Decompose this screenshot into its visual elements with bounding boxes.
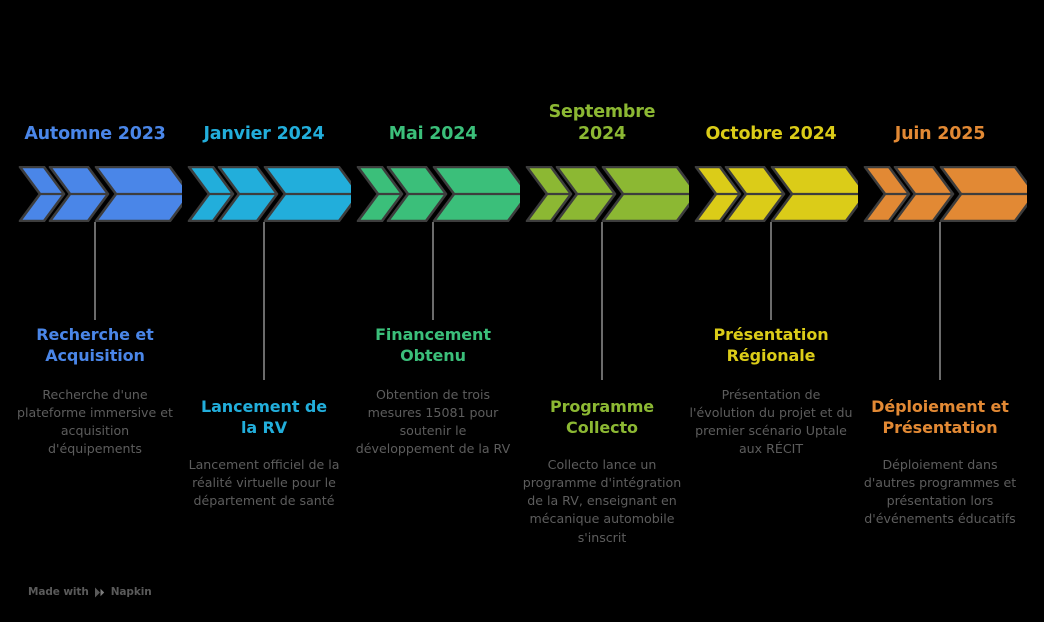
chevron-group-icon <box>356 166 520 222</box>
milestone-date: Juin 2025 <box>894 124 986 145</box>
milestone-chevrons <box>684 166 858 222</box>
watermark-label: Made with <box>28 586 89 598</box>
milestone-date: Mai 2024 <box>388 124 478 145</box>
milestone-connector-line <box>94 222 96 320</box>
milestone-date: Septembre 2024 <box>548 102 656 145</box>
milestone-description: Présentation de l'évolution du projet et… <box>689 387 853 457</box>
milestone-date: Automne 2023 <box>24 124 166 145</box>
milestone-date: Janvier 2024 <box>203 124 325 145</box>
milestone-connector-line <box>263 222 265 380</box>
milestone-description: Collecto lance un programme d'intégratio… <box>522 457 682 545</box>
napkin-watermark: Made with Napkin <box>28 586 152 598</box>
milestone-description: Déploiement dans d'autres programmes et … <box>863 457 1017 527</box>
chevron-group-icon <box>18 166 182 222</box>
chevron-group-icon <box>187 166 351 222</box>
milestone-title: Programme Collecto <box>549 397 655 437</box>
milestone-date: Octobre 2024 <box>705 124 837 145</box>
watermark-brand: Napkin <box>110 586 152 598</box>
milestone-chevrons <box>177 166 351 222</box>
milestone-title: Déploiement et Présentation <box>871 397 1009 437</box>
chevron-group-icon <box>694 166 858 222</box>
chevron-group-icon <box>863 166 1027 222</box>
milestone-chevrons <box>346 166 520 222</box>
milestone-chevrons <box>515 166 689 222</box>
milestone-description: Obtention de trois mesures 15081 pour so… <box>355 387 511 457</box>
milestone-title: Présentation Régionale <box>713 325 829 365</box>
chevron-group-icon <box>525 166 689 222</box>
milestone-connector-line <box>939 222 941 380</box>
milestone-chevrons <box>8 166 182 222</box>
milestone-description: Recherche d'une plateforme immersive et … <box>17 387 173 457</box>
milestone-connector-line <box>432 222 434 320</box>
milestone-title: Lancement de la RV <box>201 397 327 437</box>
milestone-connector-line <box>770 222 772 320</box>
milestone-title: Financement Obtenu <box>375 325 491 365</box>
milestone-title: Recherche et Acquisition <box>36 325 154 365</box>
milestone-description: Lancement officiel de la réalité virtuel… <box>188 457 340 509</box>
milestone-chevrons <box>853 166 1027 222</box>
milestone-connector-line <box>601 222 603 380</box>
napkin-play-logo-icon <box>94 587 104 597</box>
